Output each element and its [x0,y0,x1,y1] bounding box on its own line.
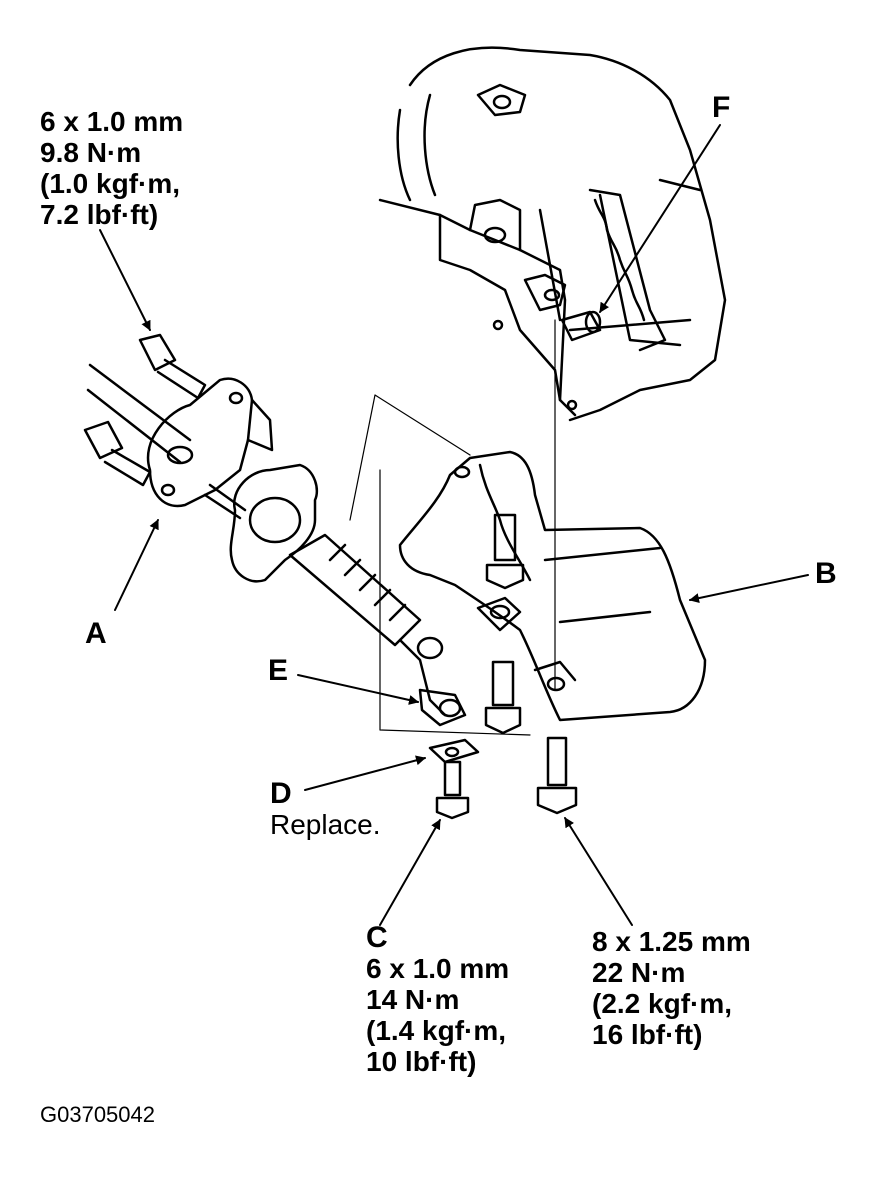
mount-bolt-upper [485,513,525,590]
label-a: A [85,617,107,650]
spec-bracket-bolts: 6 x 1.0 mm 9.8 N·m (1.0 kgf·m, 7.2 lbf·f… [40,106,183,230]
label-d-note: Replace. [270,809,381,840]
dowel-pin [560,310,602,342]
alignment-lines [349,319,556,736]
cable-bracket [86,363,274,508]
label-c: C [366,921,388,954]
label-e: E [268,654,289,687]
bracket-bolt-upper [138,333,207,400]
spec-bolt-c: C 6 x 1.0 mm 14 N·m (1.4 kgf·m, 10 lbf·f… [366,922,509,1077]
mount-bolt-middle [484,660,522,735]
label-d-group: D Replace. [270,778,381,840]
mount-bolt-lower [536,736,578,815]
spec-torque-kgf: (1.0 kgf·m, [40,168,181,199]
spec-torque-nm: 14 N·m [366,984,460,1015]
spec-torque-lbf: 16 lbf·ft) [592,1019,703,1050]
label-b: B [815,557,837,590]
lock-washer [428,738,480,764]
spec-torque-kgf: (2.2 kgf·m, [592,988,733,1019]
label-f: F [712,91,731,124]
spec-torque-nm: 22 N·m [592,957,686,988]
spec-size: 6 x 1.0 mm [40,106,184,137]
figure-code: G03705042 [40,1102,155,1127]
spec-torque-kgf: (1.4 kgf·m, [366,1015,507,1046]
spec-torque-nm: 9.8 N·m [40,137,142,168]
shift-cable-end [203,463,447,717]
bolt-c [435,760,470,820]
spec-size: 6 x 1.0 mm [366,953,510,984]
spec-size: 8 x 1.25 mm [592,926,751,957]
label-d: D [270,777,292,810]
mount-bracket [398,450,707,722]
transmission-housing [378,46,727,422]
leader-arrows [99,124,809,926]
spec-torque-lbf: 7.2 lbf·ft) [40,199,159,230]
spec-mount-bolts: 8 x 1.25 mm 22 N·m (2.2 kgf·m, 16 lbf·ft… [592,926,751,1050]
bracket-bolt-lower [83,420,152,487]
spec-torque-lbf: 10 lbf·ft) [366,1046,477,1077]
cable-end-e [418,688,467,727]
